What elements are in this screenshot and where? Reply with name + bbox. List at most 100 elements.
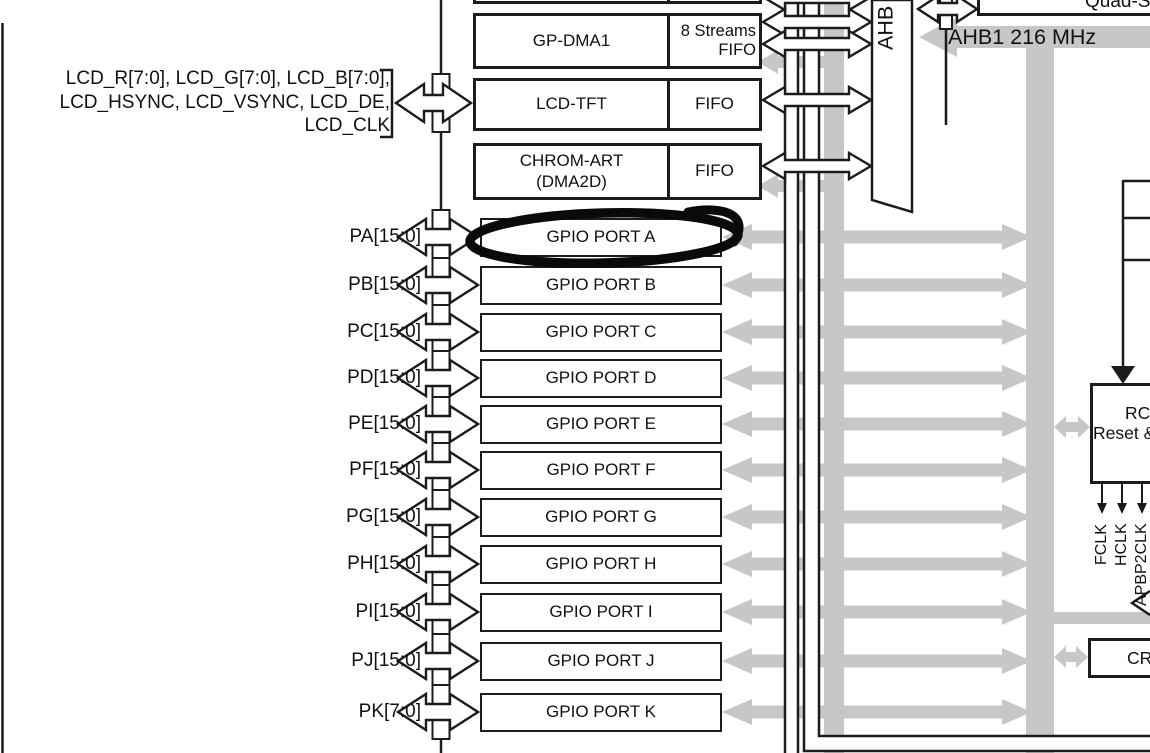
pin-double-arrow <box>395 543 481 585</box>
peripheral-bus-arrow <box>760 6 874 38</box>
pin-double-arrow <box>395 357 481 399</box>
crc-bus-arrow <box>1054 646 1088 668</box>
gpio-port-label: GPIO PORT E <box>546 413 656 433</box>
gpio-bus-arrow <box>722 599 1032 625</box>
pin-double-arrow <box>395 311 481 353</box>
bus-pipe-elbow-line <box>817 0 1150 738</box>
ahb-bus-matrix <box>870 0 914 214</box>
pin-label: PA[15:0] <box>349 226 421 247</box>
pin-double-arrow <box>395 496 481 538</box>
lcd-fifo-label: FIFO <box>695 94 734 114</box>
ahb1-bus-label: AHB1 216 MHz <box>948 25 1097 49</box>
gpio-port-box: GPIO PORT E <box>480 404 722 444</box>
pin-label: PB[15:0] <box>348 274 421 295</box>
gpio-port-box: GPIO PORT H <box>480 544 722 584</box>
lcd-signal-names: LCD_R[7:0], LCD_G[7:0], LCD_B[7:0], LCD_… <box>30 67 391 138</box>
chrom-art-label: CHROM-ART <box>519 151 624 171</box>
gpio-port-label: GPIO PORT H <box>545 553 657 573</box>
gpio-port-label: GPIO PORT G <box>545 506 657 526</box>
pin-double-arrow <box>395 264 481 306</box>
lcd-signal-line: LCD_R[7:0], LCD_G[7:0], LCD_B[7:0], <box>65 68 390 89</box>
gpio-bus-arrow <box>722 551 1032 577</box>
gpio-port-label: GPIO PORT C <box>545 321 657 341</box>
crc-label: CR <box>1127 648 1150 668</box>
gpio-port-label: GPIO PORT K <box>546 701 656 721</box>
gpio-bus-arrow <box>722 319 1032 345</box>
pin-double-arrow <box>395 591 481 633</box>
pin-label: PJ[15:0] <box>351 650 421 671</box>
pin-double-arrow <box>395 403 481 445</box>
pin-label: PK[7:0] <box>358 701 421 722</box>
pin-label: PE[15:0] <box>348 413 421 434</box>
rcc-down-arrowhead <box>1111 366 1135 384</box>
bus-pipe-fill <box>784 0 799 753</box>
rcc-label-line2: Reset & <box>1093 423 1150 443</box>
crc-box <box>1088 638 1150 678</box>
pin-label: PD[15:0] <box>347 367 421 388</box>
rcc-label-line1: RC <box>1125 403 1150 423</box>
pin-double-arrow <box>395 449 481 491</box>
gpio-bus-arrow <box>722 365 1032 391</box>
peripheral-bus-arrow <box>760 28 874 60</box>
lcd-signal-bracket <box>380 68 394 139</box>
dma-bus-arrow <box>758 174 844 198</box>
gpio-port-box: GPIO PORT F <box>480 450 722 490</box>
pin-double-arrow <box>395 691 481 733</box>
gray-branch-bar <box>1040 612 1150 624</box>
quad-spi-box <box>977 0 1150 16</box>
gpio-port-box: GPIO PORT K <box>480 692 722 732</box>
cutoff-top-fifo-box <box>667 0 762 4</box>
gpio-port-box: GPIO PORT D <box>480 358 722 398</box>
clock-out-arrowhead <box>1117 503 1127 514</box>
pin-label: PI[15:0] <box>355 601 422 622</box>
gpio-port-box: GPIO PORT A <box>480 217 722 257</box>
clock-out-arrowhead <box>1097 503 1107 514</box>
gp-dma1-label: GP-DMA1 <box>532 30 611 50</box>
chrom-fifo-box: FIFO <box>667 143 762 200</box>
pin-label: PC[15:0] <box>347 321 421 342</box>
dma-streams-label: 8 Streams <box>680 21 756 40</box>
clipped-arrow-fragment <box>1129 590 1150 616</box>
gpio-port-label: GPIO PORT A <box>546 226 656 246</box>
rcc-bus-arrow <box>1054 416 1090 438</box>
gp-dma1-fifo-box: 8 Streams FIFO <box>667 13 762 69</box>
gpio-port-label: GPIO PORT J <box>547 650 655 670</box>
peripheral-bus-arrow <box>765 0 869 13</box>
dma-bus-arrow <box>758 50 844 74</box>
bus-pipe-elbow-line <box>802 0 1150 753</box>
gpio-bus-arrow <box>722 699 1032 725</box>
clock-out-arrowhead <box>1137 503 1147 514</box>
pin-double-arrow <box>395 640 481 682</box>
gpio-bus-arrow <box>722 648 1032 674</box>
pin-label: PH[15:0] <box>347 553 421 574</box>
cutoff-top-box <box>473 0 670 4</box>
chrom-art-box: CHROM-ART (DMA2D) <box>473 143 670 200</box>
gpio-port-label: GPIO PORT I <box>549 601 653 621</box>
gpio-bus-arrow <box>722 224 1032 250</box>
hclk-label: HCLK <box>1113 523 1130 567</box>
gpio-bus-arrow <box>722 504 1032 530</box>
dma2d-label: (DMA2D) <box>536 171 607 191</box>
lcd-tft-label: LCD-TFT <box>536 94 607 114</box>
gpio-port-box: GPIO PORT I <box>480 592 722 632</box>
gpio-port-box: GPIO PORT J <box>480 641 722 681</box>
gpio-port-label: GPIO PORT F <box>546 459 656 479</box>
gpio-port-box: GPIO PORT C <box>480 312 722 352</box>
gpio-bus-arrow <box>722 411 1032 437</box>
ahb1-bus-arrow <box>919 17 1150 57</box>
peripheral-bus-arrow <box>760 150 874 182</box>
chrom-fifo-label: FIFO <box>695 161 734 181</box>
lcd-fifo-box: FIFO <box>667 78 762 131</box>
pin-label: PG[15:0] <box>346 506 421 527</box>
gp-dma1-box: GP-DMA1 <box>473 13 670 69</box>
dma-fifo-label: FIFO <box>718 41 756 59</box>
gpio-port-box: GPIO PORT B <box>480 265 722 305</box>
gpio-bus-arrow <box>722 457 1032 483</box>
apbp2clk-label: APBP2CLK <box>1133 523 1150 607</box>
gpio-bus-arrow <box>722 272 1032 298</box>
quad-spi-label: Quad-SPI <box>1085 0 1150 12</box>
